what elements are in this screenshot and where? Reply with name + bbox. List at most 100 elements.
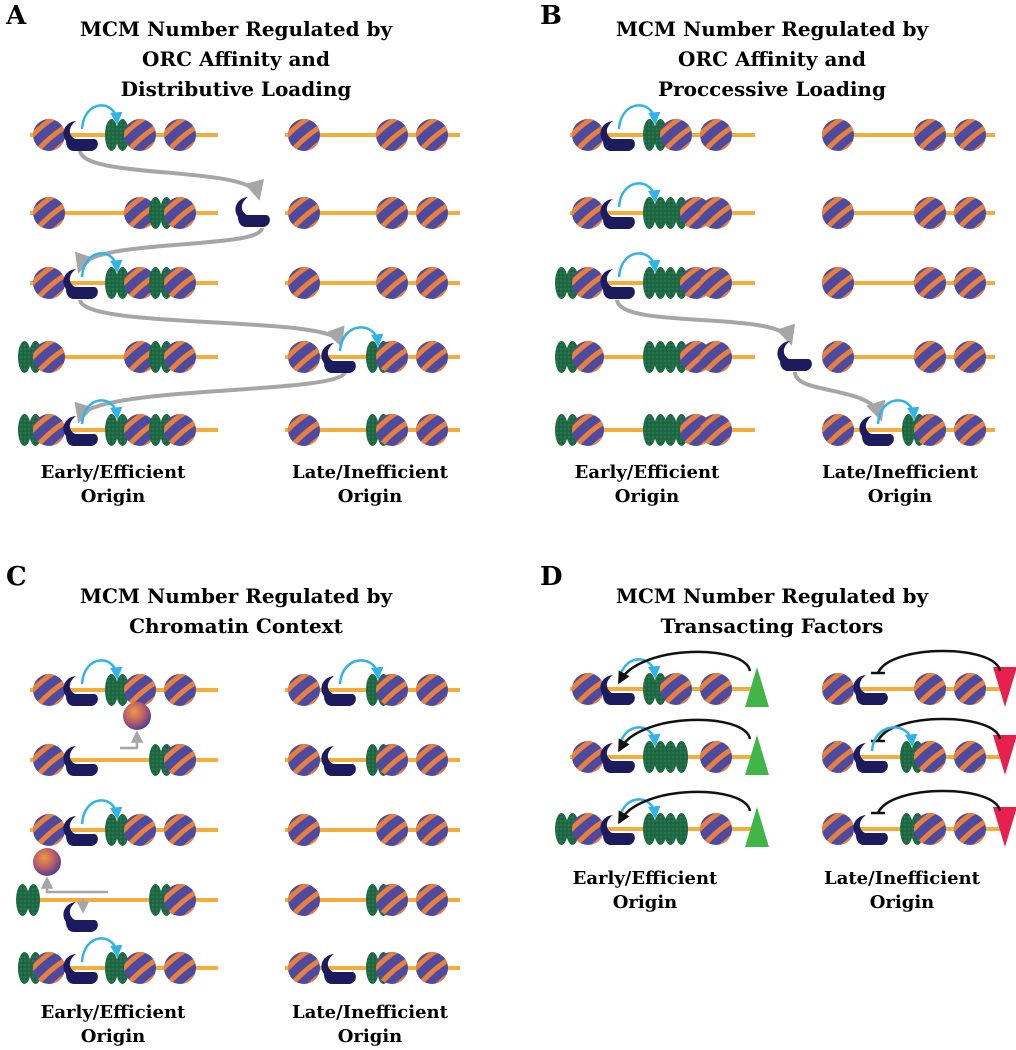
panel-b-captions: Early/Efficient Origin Late/Inefficient … [575,462,979,507]
nucleosome-icon [822,197,854,229]
nucleosome-icon [288,952,320,984]
orc-icon [853,675,888,705]
nucleosome-icon [416,414,448,446]
orc-icon [777,341,812,371]
orc-icon [63,902,98,932]
panel-c-title-line-1: MCM Number Regulated by [80,584,394,608]
panel-b-title-line-2: ORC Affinity and [678,47,866,71]
nucleosome-icon [416,674,448,706]
loading-arrow [338,326,384,352]
nucleosome-icon [164,814,196,846]
nucleosome-icon [700,119,732,151]
nucleosome-icon [164,119,196,151]
panel-d-right-caption-line-1: Late/Inefficient [824,868,981,889]
panel-b-title-line-1: MCM Number Regulated by [616,17,930,41]
panel-a-title-line-1: MCM Number Regulated by [80,17,394,41]
panel-b-left-caption-line-1: Early/Efficient [575,462,720,483]
nucleosome-icon [416,952,448,984]
nucleosome-icon [416,119,448,151]
repressor-triangle-icon [993,735,1016,775]
orc-path-arrow [78,298,345,348]
activator-triangle-icon [745,807,769,847]
panel-a-left-caption-line-1: Early/Efficient [41,462,186,483]
orc-icon [321,954,356,984]
panel-a-title-line-3: Distributive Loading [121,77,352,101]
panel-d-left-caption-line-1: Early/Efficient [573,868,718,889]
nucleosome-icon [376,884,408,916]
orc-path-arrow [793,371,886,422]
panel-c-header: C MCM Number Regulated by Chromatin Cont… [6,562,394,638]
nucleosome-icon [288,414,320,446]
nucleosome-icon [288,884,320,916]
nucleosome-icon [416,267,448,299]
nucleosome-icon [416,884,448,916]
loading-arrow [617,182,661,208]
orc-icon [63,676,98,706]
nucleosome-icon [700,341,732,373]
nucleosome-icon [33,197,65,229]
orc-icon [600,199,635,229]
nucleosome-icon [954,741,986,773]
panel-a-left-caption-line-2: Origin [81,486,146,507]
panel-a-letter: A [5,1,27,31]
nucleosome-icon [164,674,196,706]
mcm-double-hexamer-icon [664,813,688,845]
repressor-triangle-icon [993,667,1016,707]
nucleosome-icon [700,741,732,773]
nucleosome-icon [700,267,732,299]
nucleosome-icon [416,814,448,846]
orc-path-arrow [615,299,795,346]
nucleosome-icon [376,197,408,229]
panel-b-right-caption-line-1: Late/Inefficient [822,462,979,483]
nucleosome-icon [914,267,946,299]
orc-icon [63,416,98,446]
nucleosome-icon [700,414,732,446]
panel-d-header: D MCM Number Regulated by Transacting Fa… [540,562,930,638]
panel-b-left-caption-line-2: Origin [615,486,680,507]
nucleosome-icon [822,267,854,299]
loading-arrow [80,937,123,963]
nucleosome-icon [376,952,408,984]
loading-arrow [876,399,920,425]
panel-d-title-line-2: Transacting Factors [661,614,884,638]
nucleosome-icon [376,744,408,776]
nucleosome-icon [376,267,408,299]
repressor-triangle-icon [993,807,1016,847]
orc-path-layer [40,149,886,914]
nucleosome-icon [416,341,448,373]
panel-c-title-line-2: Chromatin Context [129,614,343,638]
orc-icon [63,746,98,776]
panel-c-left-caption-line-1: Early/Efficient [41,1002,186,1023]
orc-icon [600,269,635,299]
nucleosome-icon [376,414,408,446]
nucleosome-icon [288,119,320,151]
loading-arrow [80,799,123,825]
nucleosome-icon [416,744,448,776]
loading-arrow-layer [80,104,1002,963]
mcm-double-hexamer-icon [105,119,129,151]
nucleosome-icon [914,673,946,705]
loading-arrow [338,659,384,685]
orc-icon [63,954,98,984]
nucleosome-icon [700,813,732,845]
mcm-double-hexamer-icon [105,814,129,846]
nucleosome-icon [700,673,732,705]
inhibition-arrow [876,789,1002,814]
nucleosome-icon [954,341,986,373]
mcm-double-hexamer-icon [643,341,667,373]
inhibition-arrow [876,717,1002,742]
nucleosome-icon [914,119,946,151]
nucleosome-icon [288,744,320,776]
orc-icon [63,121,98,151]
mcm-double-hexamer-icon [643,197,667,229]
mcm-double-hexamer-icon [105,674,129,706]
nucleosome-icon [954,813,986,845]
mcm-double-hexamer-icon [643,267,667,299]
panel-c-right-caption-line-1: Late/Inefficient [292,1002,449,1023]
orc-icon [859,416,894,446]
remodeler-arrow [120,730,144,750]
nucleosome-icon [124,814,156,846]
nucleosome-icon [164,952,196,984]
panel-b-header: B MCM Number Regulated by ORC Affinity a… [540,1,930,101]
